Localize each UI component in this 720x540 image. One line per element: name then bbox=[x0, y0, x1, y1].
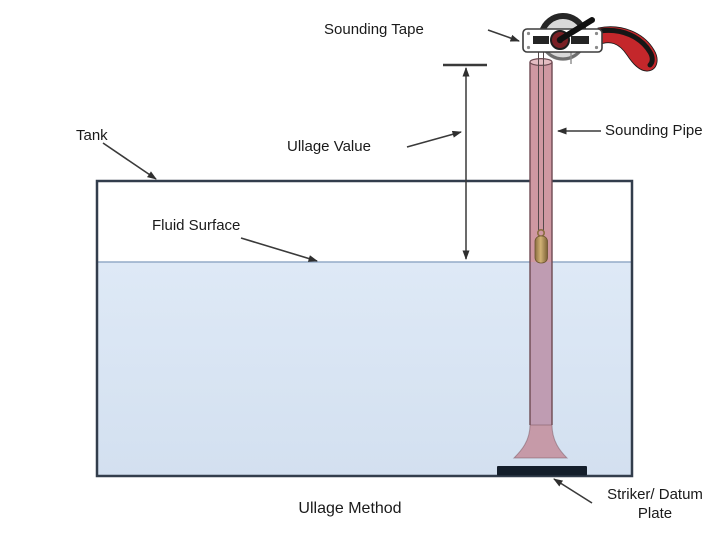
sounding-pipe-label: Sounding Pipe bbox=[605, 122, 703, 139]
ullage-value-label: Ullage Value bbox=[287, 138, 371, 155]
striker-label-line2: Plate bbox=[637, 505, 673, 522]
sounding-tape-label: Sounding Tape bbox=[324, 21, 424, 38]
pipe-opening bbox=[529, 57, 553, 66]
striker-label-line1: Striker/ Datum bbox=[607, 486, 703, 503]
striker-datum-plate-label: Striker/ Datum Plate bbox=[592, 485, 718, 523]
tank-leader-arrow bbox=[102, 142, 157, 180]
diagram-caption: Ullage Method bbox=[298, 500, 402, 517]
tank-label: Tank bbox=[76, 127, 108, 144]
reel-crank bbox=[558, 17, 595, 42]
striker-plate-leader-arrow bbox=[553, 478, 593, 504]
plumb-bob-icon bbox=[534, 235, 548, 264]
sounding-tape-reel-icon bbox=[522, 13, 658, 72]
sounding-pipe-submerged bbox=[530, 262, 552, 425]
sounding-tape-line bbox=[534, 52, 548, 264]
frame-screw bbox=[594, 31, 599, 36]
frame-slot-left bbox=[533, 36, 549, 44]
tank-outline bbox=[95, 179, 634, 478]
sounding-pipe-upper bbox=[530, 62, 552, 262]
frame-slot-right bbox=[571, 36, 589, 44]
sounding-pipe-flare bbox=[512, 424, 569, 459]
frame-screw bbox=[526, 31, 531, 36]
reel-handle-grip bbox=[597, 26, 658, 72]
ullage-value-leader-arrow bbox=[406, 130, 462, 148]
sounding-tape-leader-arrow bbox=[487, 29, 520, 42]
fluid-surface-leader-arrow bbox=[240, 237, 318, 262]
reel-handle-stripe bbox=[597, 27, 655, 68]
frame-screw bbox=[526, 45, 531, 50]
sounding-pipe bbox=[512, 57, 569, 459]
ullage-dimension bbox=[443, 63, 487, 260]
frame-screw bbox=[594, 45, 599, 50]
fluid-surface-label: Fluid Surface bbox=[152, 217, 241, 234]
leader-arrows bbox=[102, 29, 601, 504]
striker-datum-plate bbox=[497, 466, 587, 476]
